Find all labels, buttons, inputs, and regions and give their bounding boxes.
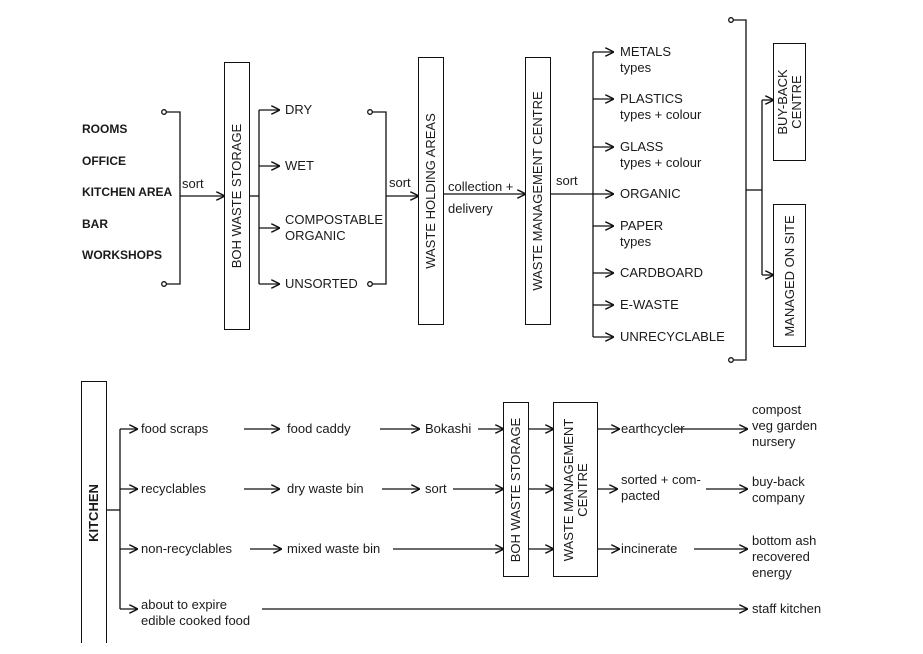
container-food-caddy: food caddy [287, 421, 351, 436]
outcome-bottom-ash: bottom ash recovered energy [752, 533, 817, 580]
stream-e-waste: E-WASTE [620, 297, 679, 312]
source-bar: BAR [82, 217, 108, 231]
step-bokashi: Bokashi [425, 421, 472, 436]
buy-back-centre-box: BUY-BACK CENTRE [773, 43, 806, 161]
source-kitchen-area: KITCHEN AREA [82, 185, 173, 199]
managed-on-site-box: MANAGED ON SITE [773, 204, 806, 347]
stream-plastics: PLASTICS types + colour [620, 91, 702, 122]
source-office: OFFICE [82, 154, 126, 168]
category-compostable-organic: COMPOSTABLE ORGANIC [285, 212, 384, 243]
waste-holding-areas-box: WASTE HOLDING AREAS [418, 57, 444, 325]
process-sorted-compacted: sorted + com- pacted [621, 472, 701, 503]
source-workshops: WORKSHOPS [82, 248, 163, 262]
kitchen-boh-storage-box: BOH WASTE STORAGE [503, 402, 529, 577]
category-wet: WET [285, 158, 314, 173]
container-mixed-waste-bin: mixed waste bin [287, 541, 381, 556]
boh-waste-storage-label: BOH WASTE STORAGE [229, 123, 244, 269]
kitchen-boh-storage-label: BOH WASTE STORAGE [508, 417, 523, 562]
boh-waste-storage-box: BOH WASTE STORAGE [224, 62, 250, 330]
process-earthcycler: earthcycler [621, 421, 685, 436]
stream-glass: GLASS types + colour [620, 139, 702, 170]
sort-label-1: sort [182, 176, 204, 191]
outcome-staff-kitchen: staff kitchen [752, 601, 822, 616]
source-rooms: ROOMS [82, 122, 128, 136]
step-sort: sort [425, 481, 447, 496]
kitchen-management-centre-box: WASTE MANAGEMENT CENTRE [553, 402, 598, 577]
stream-unrecyclable: UNRECYCLABLE [620, 329, 725, 344]
managed-on-site-label: MANAGED ON SITE [781, 214, 797, 337]
process-incinerate: incinerate [621, 541, 678, 556]
categories-bracket [372, 111, 387, 285]
waste-management-centre-label: WASTE MANAGEMENT CENTRE [530, 91, 545, 291]
item-recyclables: recyclables [141, 481, 207, 496]
item-about-to-expire: about to expire edible cooked food [141, 597, 251, 628]
sort-label-2: sort [389, 175, 411, 190]
outcome-compost: compost veg garden nursery [752, 402, 818, 449]
category-dry: DRY [285, 102, 313, 117]
stream-cardboard: CARDBOARD [620, 265, 704, 280]
buy-back-centre-label: BUY-BACK CENTRE [774, 69, 804, 135]
waste-management-centre-box: WASTE MANAGEMENT CENTRE [525, 57, 551, 325]
item-non-recyclables: non-recyclables [141, 541, 233, 556]
kitchen-management-centre-label: WASTE MANAGEMENT CENTRE [560, 418, 590, 561]
waste-holding-areas-label: WASTE HOLDING AREAS [423, 113, 438, 269]
category-unsorted: UNSORTED [285, 276, 358, 291]
sort-label-3: sort [556, 173, 578, 188]
streams-bracket [733, 19, 747, 361]
stream-paper: PAPER types [620, 218, 664, 249]
container-dry-waste-bin: dry waste bin [287, 481, 364, 496]
kitchen-box: KITCHEN [81, 381, 107, 643]
stream-metals: METALS types [620, 44, 672, 75]
outcome-buy-back-company: buy-back company [752, 474, 805, 505]
item-food-scraps: food scraps [141, 421, 209, 436]
collection-delivery-label: collection + delivery [448, 179, 514, 216]
sources-bracket [166, 111, 181, 285]
stream-organic: ORGANIC [620, 186, 681, 201]
kitchen-label: KITCHEN [86, 483, 101, 542]
